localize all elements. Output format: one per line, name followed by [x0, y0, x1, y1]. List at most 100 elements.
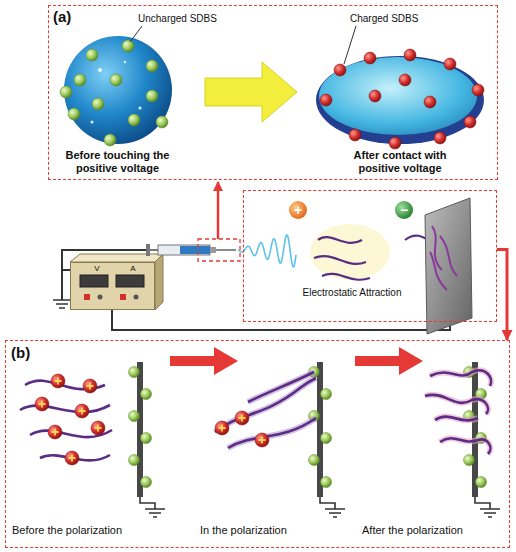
charge-bead — [83, 379, 97, 393]
wire — [475, 497, 490, 509]
process-arrow — [355, 347, 423, 375]
wire — [320, 497, 335, 509]
charge-bead — [48, 425, 62, 439]
charge-bead — [91, 421, 105, 435]
collector-wall — [137, 362, 143, 497]
charge-bead — [255, 433, 269, 447]
sdbs-site — [129, 411, 140, 422]
fiber — [318, 237, 362, 243]
needle — [216, 249, 236, 251]
meter-label: V — [87, 264, 107, 273]
charge-sign: − — [395, 201, 413, 219]
collector-wall — [472, 362, 478, 497]
charged-sdbs — [472, 84, 484, 96]
positive-charge — [289, 201, 307, 219]
uncharged-sdbs — [110, 74, 122, 86]
power-supply-side — [155, 254, 163, 310]
uncharged-sdbs — [128, 114, 140, 126]
charged-sdbs — [404, 49, 416, 61]
droplet-highlight — [91, 121, 94, 124]
charged-droplet — [319, 57, 477, 135]
uncharged-sdbs — [146, 60, 158, 72]
charge-bead — [51, 374, 65, 388]
plus-mark — [95, 425, 102, 432]
sdbs-site — [464, 455, 475, 466]
fiber-halo — [425, 395, 488, 414]
plus-mark — [259, 437, 266, 444]
panel-a-art — [60, 26, 484, 149]
charged-droplet-rim — [316, 56, 484, 144]
uncharged-sdbs — [92, 98, 104, 110]
stage-caption: Before the polarization — [12, 524, 162, 537]
fiber — [248, 372, 314, 402]
process-label: Electrostatic Attraction — [290, 287, 414, 299]
charge-bead — [35, 397, 49, 411]
polymer-solution — [180, 246, 210, 254]
sdbs-site — [141, 433, 152, 444]
plus-mark — [79, 408, 86, 415]
power-supply: VA — [70, 262, 155, 310]
sdbs-site — [321, 389, 332, 400]
uncharged-sdbs — [60, 86, 72, 98]
sdbs-site — [141, 389, 152, 400]
panel-letter: (b) — [11, 344, 51, 361]
leader-line — [130, 26, 142, 42]
stage-caption: After the polarization — [362, 524, 507, 537]
plus-mark — [52, 429, 59, 436]
flow-arrow — [497, 249, 507, 340]
charged-sdbs — [349, 129, 361, 141]
plus-mark — [55, 378, 62, 385]
sdbs-site — [321, 477, 332, 488]
callout-label: Uncharged SDBS — [138, 13, 248, 25]
fiber — [20, 405, 110, 412]
transition-arrow — [205, 62, 297, 122]
ground-symbol — [53, 300, 71, 308]
wire — [112, 310, 450, 330]
charged-sdbs — [389, 137, 401, 149]
charged-sdbs — [364, 52, 376, 64]
charge-sign: + — [289, 201, 307, 219]
fiber — [322, 274, 370, 280]
stage-caption: After contact with positive voltage — [338, 149, 462, 174]
fiber — [435, 417, 478, 421]
fiber — [430, 370, 491, 386]
meter-label: A — [123, 264, 143, 273]
ground-symbol — [480, 509, 500, 517]
collector-plate — [425, 198, 472, 334]
plus-mark — [39, 401, 46, 408]
syringe-rod — [150, 249, 158, 251]
fiber-halo — [430, 370, 491, 386]
plus-mark — [69, 455, 76, 462]
droplet-highlight — [138, 106, 141, 109]
callout-label: Charged SDBS — [350, 13, 460, 25]
uncharged-sdbs — [104, 134, 116, 146]
zoom-arrow — [217, 182, 220, 239]
field-glow — [310, 224, 390, 280]
fiber-halo — [435, 417, 478, 421]
syringe-nozzle — [210, 247, 216, 253]
fluid-jet — [238, 235, 296, 267]
wire — [61, 270, 63, 300]
charge-bead — [65, 451, 79, 465]
uncharged-sdbs — [74, 74, 86, 86]
syringe-plunger — [146, 244, 150, 256]
process-arrow — [170, 347, 238, 375]
deposited-fiber — [440, 236, 457, 276]
syringe-barrel — [158, 245, 210, 255]
panel-letter: (a) — [53, 8, 93, 25]
charge-bead — [235, 411, 249, 425]
plus-mark — [219, 425, 226, 432]
charged-sdbs — [320, 94, 332, 106]
uncharged-sdbs — [146, 90, 158, 102]
wire — [140, 497, 155, 509]
sdbs-site — [476, 477, 487, 488]
fiber — [425, 395, 488, 414]
stage-caption: In the polarization — [200, 524, 340, 537]
sdbs-site — [309, 455, 320, 466]
charged-sdbs — [369, 90, 381, 102]
fiber — [440, 438, 490, 454]
ground-symbol — [325, 509, 345, 517]
stage-caption: Before touching the positive voltage — [55, 149, 180, 174]
charge-bead — [75, 404, 89, 418]
